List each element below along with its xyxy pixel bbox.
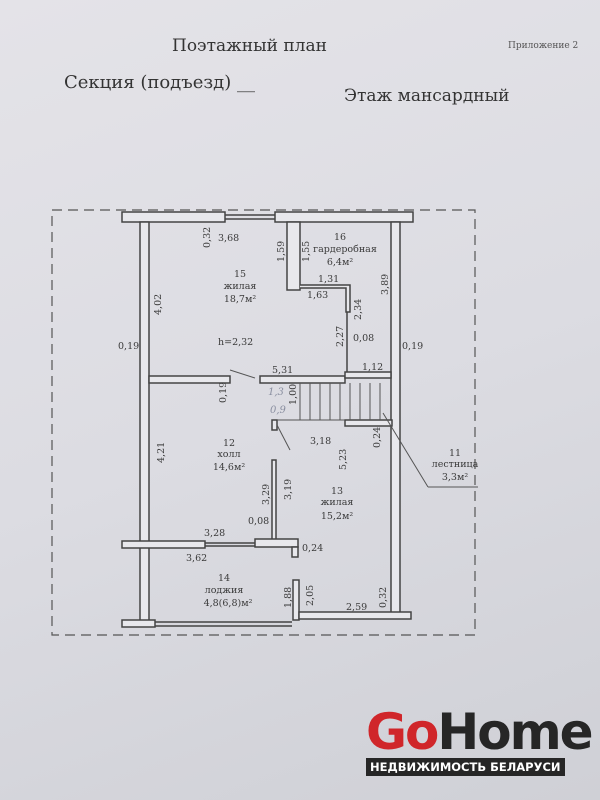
dimension-label: 1,88 [283, 587, 294, 608]
room-number: 14 [218, 573, 230, 584]
dimension-label: 0,08 [248, 516, 269, 527]
dimension-label: 1,31 [318, 274, 339, 285]
dimension-label: 3,28 [204, 528, 225, 539]
room-area: 3,3м² [442, 472, 468, 483]
dimension-label: 3,62 [186, 553, 207, 564]
handwritten-note: 1,3 [268, 387, 284, 398]
dimension-label: 0,32 [202, 227, 213, 248]
walls [121, 211, 414, 628]
room-area: 14,6м² [213, 462, 246, 473]
dimension-label: 1,00 [288, 384, 299, 405]
dimension-label: 1,55 [301, 241, 312, 262]
room-name: жилая [224, 281, 257, 292]
room-name: холл [217, 449, 240, 460]
room-area: 15,2м² [321, 511, 354, 522]
logo-home: Home [437, 703, 593, 761]
room-name: лестница [432, 459, 479, 470]
room-number: 16 [334, 232, 346, 243]
dimension-label: 3,19 [283, 479, 294, 500]
dimension-label: 0,24 [302, 543, 323, 554]
dimension-label: 4,02 [153, 294, 164, 315]
room-name: гардеробная [313, 244, 377, 255]
room-number: 11 [449, 448, 461, 459]
dimension-label: 0,19 [402, 341, 423, 352]
dimension-label: 5,23 [338, 449, 349, 470]
appendix-label: Приложение 2 [508, 41, 579, 51]
room-number: 12 [223, 438, 235, 449]
room-number: 15 [234, 269, 246, 280]
room-area: 4,8(6,8)м² [204, 598, 253, 609]
dimension-label: 3,29 [261, 484, 272, 505]
room-number: 13 [331, 486, 343, 497]
dimension-label: 1,12 [362, 362, 383, 373]
room-name: жилая [321, 497, 354, 508]
plan-title: Поэтажный план [172, 36, 327, 56]
dimension-label: 0,24 [372, 427, 383, 448]
dimension-label: 3,89 [380, 274, 391, 295]
dimension-label: 3,18 [310, 436, 331, 447]
section-label: Секция (подъезд) __ [64, 72, 256, 93]
logo-tagline: НЕДВИЖИМОСТЬ БЕЛАРУСИ [366, 758, 565, 776]
dimension-label: 2,34 [353, 299, 364, 320]
outer-boundary [51, 209, 476, 636]
dimension-label: 0,19 [118, 341, 139, 352]
room-area: 18,7м² [224, 294, 257, 305]
dimension-label: 1,63 [307, 290, 328, 301]
room-name: лоджия [205, 585, 244, 596]
ceiling-height: h=2,32 [218, 337, 253, 348]
gohome-logo: GoHome НЕДВИЖИМОСТЬ БЕЛАРУСИ [366, 707, 594, 776]
room-labels: 15 жилая 18,7м² 16 гардеробная 6,4м² 12 … [204, 232, 479, 609]
dimension-label: 0,19 [218, 382, 229, 403]
dimension-label: 0,32 [378, 587, 389, 608]
staircase [229, 369, 478, 488]
floor-label: Этаж мансардный [344, 86, 510, 106]
dimension-label: 5,31 [272, 365, 293, 376]
room-area: 6,4м² [327, 257, 353, 268]
dimension-label: 0,08 [353, 333, 374, 344]
dimension-label: 1,59 [276, 241, 287, 262]
dimension-label: 3,68 [218, 233, 239, 244]
dimension-label: 2,05 [305, 585, 316, 606]
handwritten-note: 0,9 [270, 405, 287, 416]
dimension-label: 4,21 [156, 442, 167, 463]
dimension-labels: 0,32 3,68 1,59 1,55 1,31 1,63 2,34 4,02 … [118, 227, 423, 613]
dimension-label: 2,27 [335, 326, 346, 347]
logo-go: Go [366, 703, 439, 761]
dimension-label: 2,59 [346, 602, 367, 613]
